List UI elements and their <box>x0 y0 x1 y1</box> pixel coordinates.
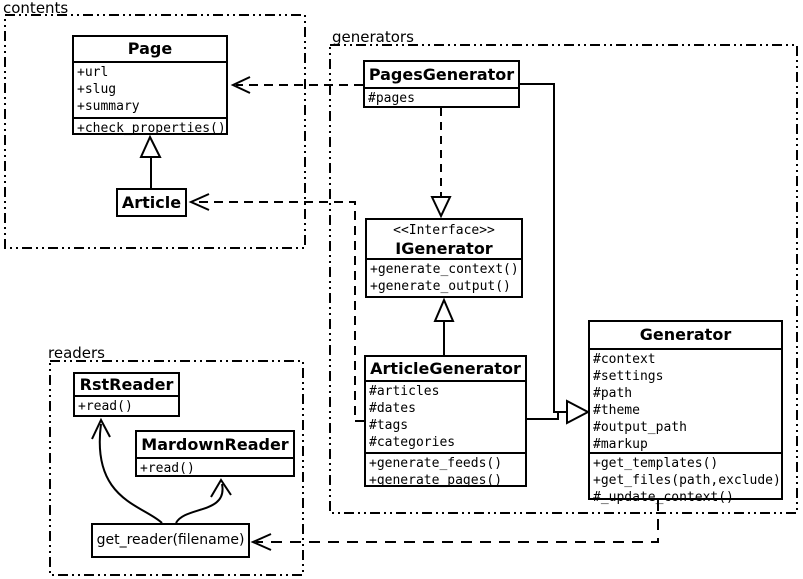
class-title: IGenerator <box>395 239 493 258</box>
package-label-contents: contents <box>3 0 69 17</box>
class-methods: +read() <box>75 395 178 416</box>
dependency-generator-to-getreader <box>256 500 659 543</box>
class-methods: +generate_feeds() +generate_pages() <box>366 452 525 490</box>
method: +generate_pages() <box>369 473 503 488</box>
attribute: #path <box>593 386 633 401</box>
class-stereotype: <<Interface>> <box>393 223 495 238</box>
generalization-arrowhead-igenerator-bottom <box>433 297 455 322</box>
class-title: Article <box>121 193 182 212</box>
arrow-getreader-to-mardownreader <box>175 483 224 524</box>
class-title: Page <box>127 39 173 58</box>
generalization-articlegenerator-to-generator <box>527 412 559 420</box>
dependency-articlegenerator-to-article <box>193 201 364 422</box>
method: +read() <box>78 399 133 414</box>
class-box-rstreader: RstReader +read() <box>73 372 180 417</box>
attribute: #tags <box>369 418 409 433</box>
class-attributes: +url +slug +summary <box>74 61 226 117</box>
class-methods: +generate_context() +generate_output() <box>367 258 521 296</box>
function-label: get_reader(filename) <box>96 532 245 548</box>
generalization-arrowhead-page <box>139 134 162 158</box>
class-box-generator: Generator #context #settings #path #them… <box>588 320 783 505</box>
dependency-arrowhead-article <box>188 193 210 211</box>
attribute: #context <box>593 352 656 367</box>
attribute: +slug <box>77 82 117 97</box>
class-box-igenerator: <<Interface>> IGenerator +generate_conte… <box>365 218 523 298</box>
dependency-arrowhead-getreader <box>250 533 272 551</box>
class-methods: +get_templates() +get_files(path,exclude… <box>590 452 781 507</box>
class-box-page: Page +url +slug +summary +check_properti… <box>72 35 228 138</box>
class-methods: +check_properties() <box>74 117 226 138</box>
class-box-mardownreader: MardownReader +read() <box>135 430 295 477</box>
class-attributes: #articles #dates #tags #categories <box>366 380 525 452</box>
class-title: RstReader <box>79 375 174 394</box>
package-label-readers: readers <box>48 344 105 362</box>
function-box-get-reader: get_reader(filename) <box>91 523 250 558</box>
method: +check_properties() <box>77 121 226 136</box>
attribute: #pages <box>368 91 415 106</box>
class-methods: +read() <box>137 457 293 478</box>
class-title: Generator <box>639 325 732 344</box>
class-attributes: #pages <box>365 87 518 108</box>
class-box-article: Article <box>116 188 187 217</box>
arrow-getreader-to-rstreader <box>98 423 163 524</box>
method: +get_files(path,exclude) <box>593 473 781 488</box>
attribute: #articles <box>369 384 440 399</box>
method: +get_templates() <box>593 456 719 471</box>
generalization-arrowhead-generator <box>566 399 591 425</box>
class-box-articlegenerator: ArticleGenerator #articles #dates #tags … <box>364 355 527 490</box>
method: +generate_context() <box>370 262 519 277</box>
package-label-generators: generators <box>332 28 414 46</box>
arrowhead-mardownreader <box>210 478 232 498</box>
method: +read() <box>140 461 195 476</box>
attribute: +summary <box>77 99 140 114</box>
attribute: #markup <box>593 437 648 452</box>
attribute: #categories <box>369 435 456 450</box>
attribute: #dates <box>369 401 416 416</box>
generalization-pagesgenerator-to-generator <box>520 83 566 413</box>
class-title: ArticleGenerator <box>370 359 521 378</box>
realization-arrowhead-igenerator-top <box>430 196 452 219</box>
class-attributes: #context #settings #path #theme #output_… <box>590 348 781 452</box>
class-title: MardownReader <box>141 435 289 454</box>
class-title: PagesGenerator <box>368 65 515 84</box>
class-box-pagesgenerator: PagesGenerator #pages <box>363 60 520 108</box>
attribute: #theme <box>593 403 640 418</box>
attribute: +url <box>77 65 109 80</box>
dependency-arrowhead-page <box>230 76 251 94</box>
package-border-contents <box>4 14 306 249</box>
arrowhead-rstreader <box>91 417 111 440</box>
attribute: #output_path <box>593 420 687 435</box>
method: +generate_feeds() <box>369 456 503 471</box>
method: #_update_context() <box>593 490 734 505</box>
method: +generate_output() <box>370 279 511 294</box>
attribute: #settings <box>593 369 664 384</box>
package-border-readers <box>49 360 304 576</box>
